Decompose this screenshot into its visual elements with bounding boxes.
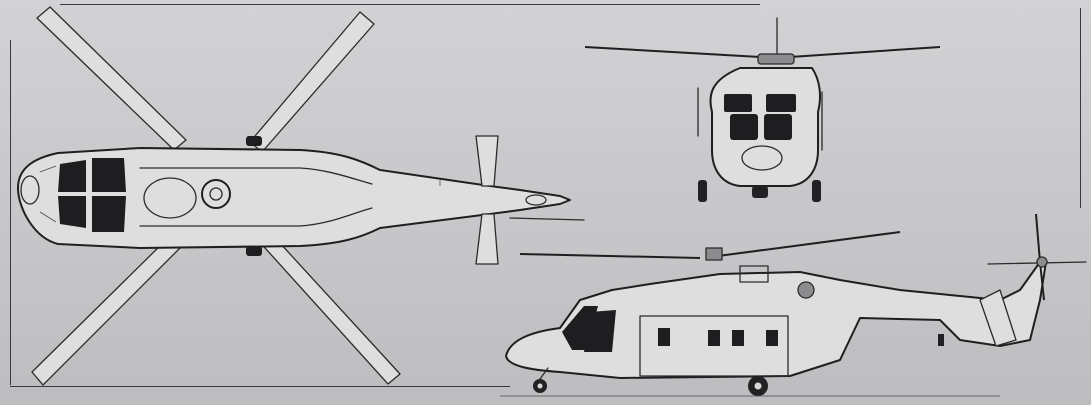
front-view — [584, 17, 941, 202]
rotor-hub-top — [201, 179, 231, 209]
side-tail-rotor-lower — [1039, 261, 1045, 301]
side-cabin-door — [639, 315, 789, 377]
frame-right-line — [1080, 8, 1081, 208]
side-tail-rotor-upper — [1035, 213, 1041, 263]
dome-top — [143, 177, 197, 219]
side-main-wheel-hub — [754, 382, 762, 390]
front-nose — [741, 145, 783, 171]
side-tail-rotor-hub — [1036, 256, 1048, 268]
side-window-2 — [708, 330, 720, 346]
side-tail-fin — [979, 289, 1017, 347]
rotor-blade-nw — [36, 6, 187, 151]
front-rotor-right — [789, 46, 941, 58]
side-cowling — [739, 265, 769, 283]
top-view — [17, 6, 585, 386]
cowling-lines — [139, 167, 373, 227]
side-rotor-front — [717, 231, 901, 257]
frame-left-line — [10, 40, 11, 385]
frame-bottom-line — [10, 386, 510, 387]
side-window-4 — [766, 330, 778, 346]
stabilizer-top-left — [475, 135, 499, 187]
side-intake — [797, 281, 815, 299]
front-rotor-left — [584, 46, 761, 58]
tail-rotor-hub-top — [525, 194, 547, 206]
side-view — [500, 213, 1087, 397]
nose-top — [20, 175, 40, 205]
rotor-blade-ne — [249, 11, 375, 153]
front-rotor-hub — [757, 53, 795, 65]
side-rotor-rear — [519, 253, 701, 259]
side-tail-skid — [938, 334, 944, 346]
main-rotor-blades-top — [31, 6, 401, 386]
side-window-1 — [658, 328, 670, 346]
front-wheel-left — [698, 180, 707, 202]
rotor-hub-center — [209, 187, 223, 201]
front-windshield — [724, 94, 796, 140]
side-window-3 — [732, 330, 744, 346]
stabilizer-top-right — [475, 213, 499, 265]
frame-top-line — [60, 4, 760, 5]
rotor-blade-se — [255, 229, 401, 385]
fuselage-top — [17, 147, 571, 249]
gear-pod-top-right — [246, 246, 262, 256]
tail-rotor-blade-top — [509, 217, 585, 221]
front-nose-wheel — [752, 186, 768, 198]
side-nose-strut — [539, 367, 549, 380]
front-wheel-right — [812, 180, 821, 202]
side-windshield-rear — [584, 310, 616, 352]
side-nose-wheel-hub — [537, 383, 543, 389]
rotor-blade-sw — [31, 237, 181, 386]
cockpit-glazing-top — [39, 158, 126, 232]
gear-pod-top-left — [246, 136, 262, 146]
side-rotor-hub — [705, 247, 723, 261]
